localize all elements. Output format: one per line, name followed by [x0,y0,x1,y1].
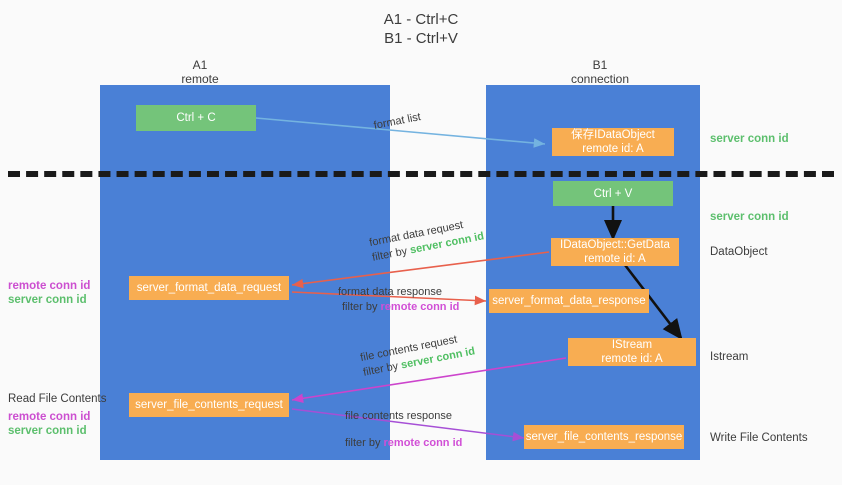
node-server-format-data-request[interactable]: server_format_data_request [129,276,289,300]
annotation-file-contents-response: file contents response filter by remote … [345,409,462,451]
page-title: A1 - Ctrl+C B1 - Ctrl+V [383,11,459,47]
node-idataobject-getdata[interactable]: IDataObject::GetData remote id: A [551,238,679,266]
node-server-format-data-response[interactable]: server_format_data_response [489,289,649,313]
label-server-conn-id-mid: server conn id [710,211,789,223]
label-server-conn-id-file: server conn id [8,425,87,437]
node-ctrl-v[interactable]: Ctrl + V [553,181,673,206]
label-conn-ids-format: remote conn id server conn id [8,279,90,307]
label-write-file-contents: Write File Contents [710,432,808,444]
node-ctrl-c[interactable]: Ctrl + C [136,105,256,131]
label-read-file-contents: Read File Contents [8,393,107,405]
label-conn-ids-file: remote conn id server conn id [8,410,90,438]
phase-divider [8,171,834,177]
annotation-format-data-response: format data response filter by remote co… [338,285,459,315]
lane-header-b1: B1 connection [570,58,630,86]
annotation-file-contents-response-line2: filter by remote conn id [345,437,463,449]
node-server-file-contents-request[interactable]: server_file_contents_request [129,393,289,417]
annotation-format-data-response-line2: filter by remote conn id [342,301,460,313]
node-save-idataobject[interactable]: 保存IDataObject remote id: A [552,128,674,156]
annotation-format-data-response-line1: format data response [338,286,442,298]
label-dataobject: DataObject [710,246,768,258]
lane-header-a1: A1 remote [181,58,219,86]
label-server-conn-id-format: server conn id [8,294,87,306]
label-remote-conn-id-format: remote conn id [8,280,91,292]
label-server-conn-id-top: server conn id [710,133,789,145]
label-remote-conn-id-file: remote conn id [8,411,91,423]
label-istream: Istream [710,351,749,363]
node-istream[interactable]: IStream remote id: A [568,338,696,366]
node-server-file-contents-response[interactable]: server_file_contents_response [524,425,684,449]
annotation-file-contents-response-line1: file contents response [345,410,453,422]
